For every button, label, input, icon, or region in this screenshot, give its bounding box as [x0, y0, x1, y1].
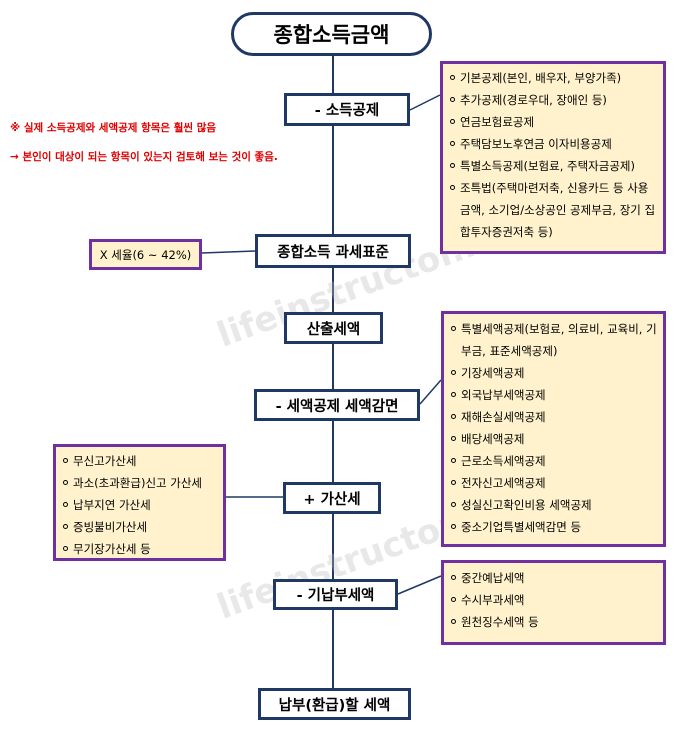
- step-tax-credit: - 세액공제 세액감면: [254, 389, 420, 421]
- penalty-tax-box: 무신고가산세 과소(초과환급)신고 가산세 납부지연 가산세 증빙불비가산세 무…: [53, 444, 226, 561]
- income-deduction-box: 기본공제(본인, 배우자, 부양가족) 추가공제(경로우대, 장애인 등) 연금…: [440, 61, 666, 254]
- step-calculated-tax: 산출세액: [284, 312, 383, 344]
- tax-credit-box: 특별세액공제(보험료, 의료비, 교육비, 기부금, 표준세액공제) 기장세액공…: [441, 311, 666, 547]
- list-item: 무기장가산세 등: [63, 538, 219, 560]
- list-item: 특별세액공제(보험료, 의료비, 교육비, 기부금, 표준세액공제): [451, 318, 657, 362]
- list-item: 주택담보노후연금 이자비용공제: [450, 133, 657, 155]
- note-line-1: ※ 실제 소득공제와 세액공제 항목은 훨씬 많음: [10, 122, 217, 134]
- note-line-2: → 본인이 대상이 되는 항목이 있는지 검토해 보는 것이 좋음.: [10, 151, 278, 163]
- list-item: 과소(초과환급)신고 가산세: [63, 472, 219, 494]
- list-item: 증빙불비가산세: [63, 516, 219, 538]
- list-item: 배당세액공제: [451, 428, 657, 450]
- list-item: 기장세액공제: [451, 362, 657, 384]
- list-item: 수시부과세액: [451, 589, 657, 611]
- list-item: 외국납부세액공제: [451, 384, 657, 406]
- list-item: 성실신고확인비용 세액공제: [451, 494, 657, 516]
- step-income-deduction: - 소득공제: [284, 93, 410, 126]
- step-penalty-tax: + 가산세: [283, 482, 381, 514]
- step-tax-base: 종합소득 과세표준: [255, 234, 411, 268]
- tax-rate-label: X 세율(6 ~ 42%): [99, 247, 192, 262]
- list-item: 기본공제(본인, 배우자, 부양가족): [450, 67, 657, 89]
- list-item: 중간예납세액: [451, 567, 657, 589]
- list-item: 연금보험료공제: [450, 111, 657, 133]
- list-item: 중소기업특별세액감면 등: [451, 516, 657, 538]
- step-prepaid-tax: - 기납부세액: [273, 579, 398, 610]
- list-item: 원천징수세액 등: [451, 611, 657, 633]
- list-item: 특별소득공제(보험료, 주택자금공제): [450, 155, 657, 177]
- diagram-title: 종합소득금액: [231, 12, 432, 56]
- prepaid-tax-box: 중간예납세액 수시부과세액 원천징수세액 등: [441, 560, 666, 645]
- list-item: 전자신고세액공제: [451, 472, 657, 494]
- step-payable-tax: 납부(환급)할 세액: [258, 688, 411, 720]
- list-item: 추가공제(경로우대, 장애인 등): [450, 89, 657, 111]
- list-item: 납부지연 가산세: [63, 494, 219, 516]
- list-item: 재해손실세액공제: [451, 406, 657, 428]
- list-item: 근로소득세액공제: [451, 450, 657, 472]
- list-item: 무신고가산세: [63, 450, 219, 472]
- list-item: 조특법(주택마련저축, 신용카드 등 사용금액, 소기업/소상공인 공제부금, …: [450, 177, 657, 243]
